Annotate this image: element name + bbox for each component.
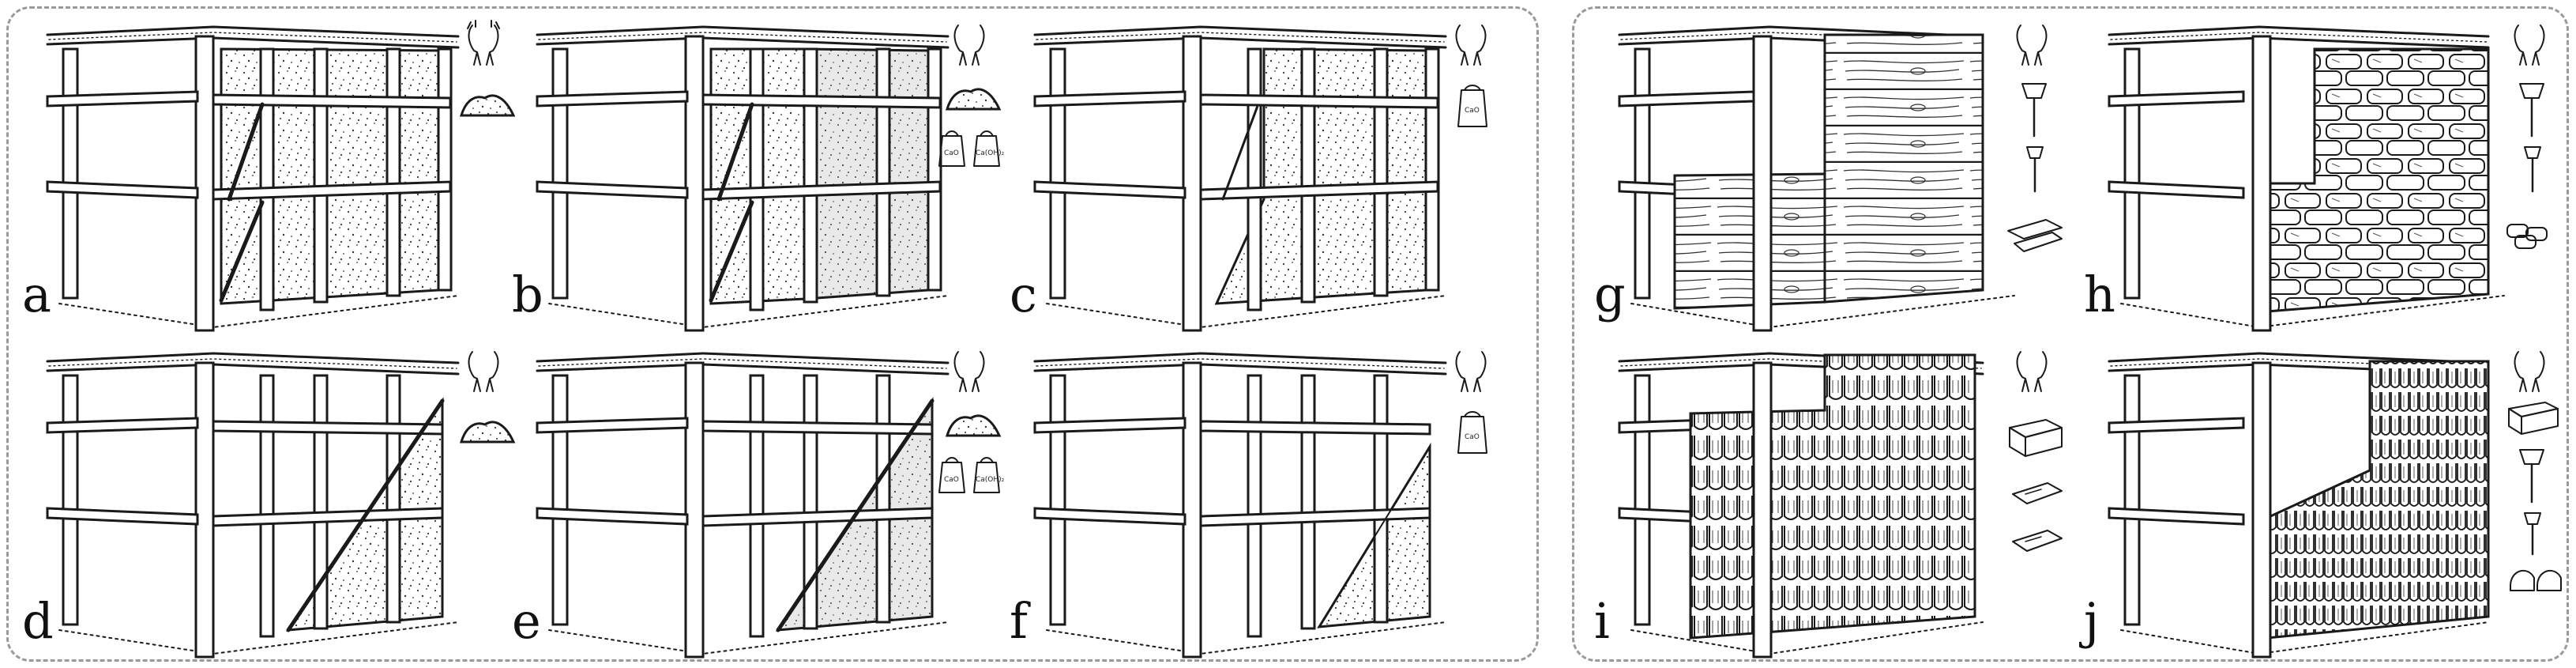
tools-f: CaO (1455, 351, 1487, 454)
tools-d (459, 351, 516, 443)
panel-h-drawing (2108, 25, 2505, 332)
shingle-mould-icon (2508, 402, 2559, 435)
panel-i: i (1588, 344, 2070, 660)
panel-h: h (2078, 17, 2567, 334)
tools-j (2508, 351, 2562, 591)
soil-pile-icon (459, 94, 516, 117)
lime-sack-icon: Ca(OH)₂ (973, 130, 1005, 167)
hands-icon (953, 351, 985, 392)
panel-label-j: j (2084, 592, 2100, 650)
sack-label: Ca(OH)₂ (976, 149, 1005, 157)
panel-j-drawing (2108, 352, 2490, 659)
lime-sack-icon: CaO (938, 457, 965, 493)
soil-pile-icon (945, 88, 1002, 111)
axe-icon (2519, 449, 2544, 504)
lime-sack-icon: CaO (1457, 411, 1487, 454)
tools-a (459, 20, 516, 117)
left-group-frame (6, 6, 1539, 662)
axe-icon (2519, 83, 2544, 138)
axe-icon (2524, 512, 2541, 556)
lime-sack-icon: CaO (938, 130, 965, 167)
panel-label-a: a (22, 266, 51, 323)
hands-icon (2514, 351, 2545, 392)
axe-icon (2021, 83, 2047, 138)
panel-c: c CaO (1003, 17, 1493, 334)
panel-c-drawing (1033, 25, 1447, 332)
tools-g (2007, 25, 2063, 252)
panel-d-drawing (46, 352, 460, 659)
panel-a-drawing (46, 25, 460, 332)
tools-b: CaO Ca(OH)₂ (938, 25, 1005, 167)
shingle-mould-icon (2009, 419, 2063, 457)
axe-icon (2026, 146, 2044, 193)
right-group-frame (1572, 6, 2569, 662)
panel-i-drawing (1618, 352, 1984, 659)
shingle-icon (2510, 569, 2562, 591)
hands-icon (2514, 25, 2545, 66)
sack-label: CaO (1465, 107, 1480, 115)
shingle-icon (2012, 530, 2063, 552)
hands-icon (2016, 25, 2048, 66)
tools-h (2506, 25, 2548, 249)
sack-label: CaO (944, 149, 959, 157)
panel-label-g: g (1594, 266, 1626, 323)
panel-g-drawing (1618, 25, 2015, 332)
panel-label-f: f (1010, 592, 1028, 650)
tools-i (2009, 351, 2063, 552)
panel-d: d (16, 344, 516, 660)
panel-f: f CaO (1003, 344, 1493, 660)
panel-f-drawing (1033, 352, 1447, 659)
soil-pile-icon (945, 414, 1002, 437)
tools-c: CaO (1455, 25, 1487, 127)
shingle-icon (2012, 482, 2063, 504)
lime-sack-icon: Ca(OH)₂ (973, 457, 1005, 493)
panel-e: e CaO Ca(OH)₂ (506, 344, 1005, 660)
panel-label-d: d (22, 592, 54, 650)
panel-label-c: c (1010, 266, 1037, 323)
panel-b-drawing (536, 25, 950, 332)
panel-label-b: b (512, 266, 543, 323)
sack-label: CaO (1465, 433, 1480, 441)
panel-e-drawing (536, 352, 950, 659)
hands-icon (953, 25, 985, 66)
sack-label: Ca(OH)₂ (976, 476, 1005, 484)
sack-label: CaO (944, 476, 959, 484)
plank-bundle-icon (2007, 219, 2063, 252)
axe-icon (2524, 146, 2541, 193)
soil-pile-icon (459, 421, 516, 443)
lime-sack-icon: CaO (1457, 85, 1487, 127)
tools-e: CaO Ca(OH)₂ (938, 351, 1005, 493)
panel-a: a (16, 17, 516, 334)
panel-label-e: e (512, 592, 541, 650)
panel-j: j (2078, 344, 2567, 660)
hands-icon (467, 20, 500, 66)
panel-g: g (1588, 17, 2070, 334)
panel-label-i: i (1594, 592, 1610, 650)
hands-icon (468, 351, 499, 392)
hands-icon (1455, 351, 1487, 392)
hands-icon (1455, 25, 1487, 66)
panel-b: b CaO Ca(OH)₂ (506, 17, 1005, 334)
panel-label-h: h (2084, 266, 2115, 323)
hands-icon (2016, 351, 2048, 392)
stone-pile-icon (2506, 224, 2548, 249)
